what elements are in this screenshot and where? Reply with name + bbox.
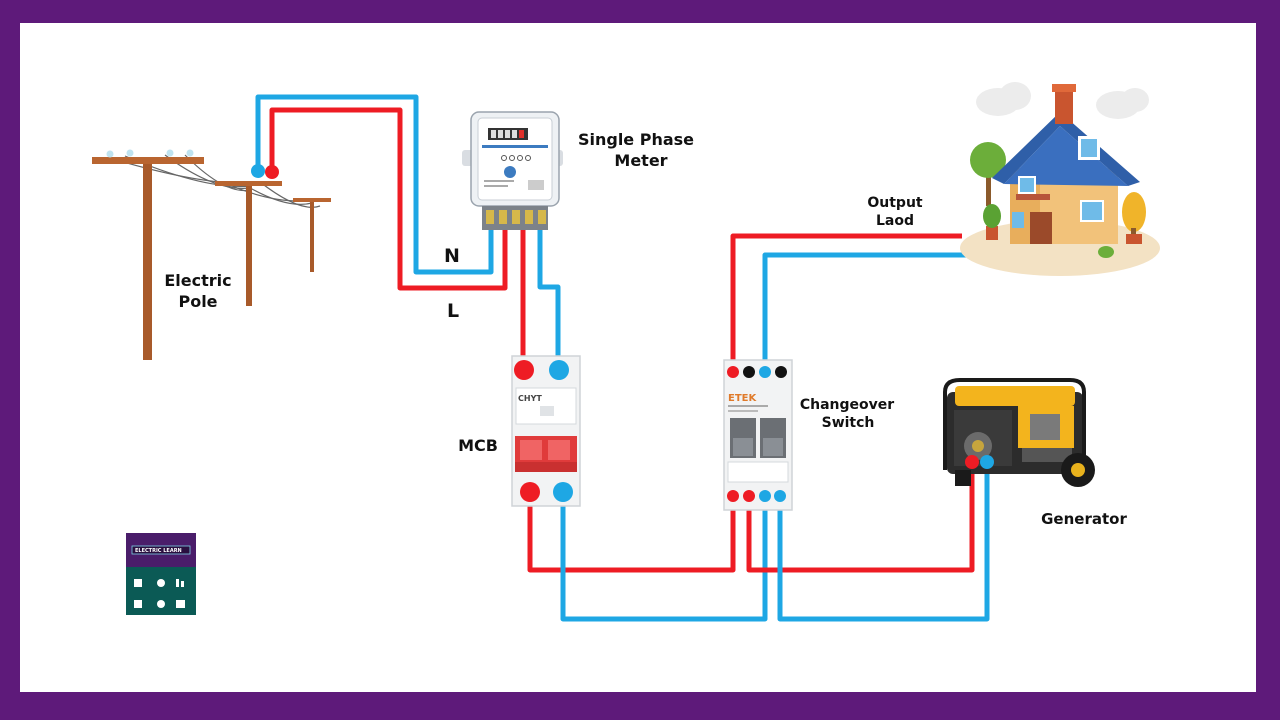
single-phase-meter-icon — [462, 111, 563, 230]
logo-title-text: ELECTRIC LEARN — [135, 548, 182, 554]
generator-label: Generator — [1041, 510, 1127, 528]
wire-neutral-generator-switch — [777, 462, 990, 622]
mcb-input-live-terminal — [514, 360, 534, 380]
generator-live-terminal — [965, 455, 979, 469]
switch-top-black-terminal-2 — [775, 366, 787, 378]
electric-pole-icon — [92, 149, 331, 360]
wire-live-pole-meter — [269, 107, 508, 291]
pole-neutral-terminal — [251, 164, 265, 178]
mcb-output-neutral-terminal — [553, 482, 573, 502]
mcb-output-live-terminal — [520, 482, 540, 502]
wire-live-mcb-switch — [527, 492, 736, 573]
changeover-switch-icon: ETEK — [723, 359, 793, 511]
switch-top-black-terminal-1 — [743, 366, 755, 378]
mcb-input-neutral-terminal — [549, 360, 569, 380]
live-label: L — [447, 300, 459, 322]
meter-label-line2: Meter — [614, 151, 667, 170]
wire-neutral-output-load — [762, 252, 968, 372]
changeover-label-line2: Switch — [822, 415, 875, 431]
switch-top-neutral-terminal — [759, 366, 771, 378]
electric-pole-label-line2: Pole — [178, 292, 217, 311]
switch-brand-text: ETEK — [728, 393, 757, 404]
switch-bottom-neutral-terminal-1 — [759, 490, 771, 502]
wire-neutral-mcb-switch — [560, 492, 768, 622]
switch-top-live-terminal — [727, 366, 739, 378]
switch-bottom-live-terminal-2 — [743, 490, 755, 502]
changeover-label-line1: Changeover — [800, 397, 894, 413]
generator-neutral-terminal — [980, 455, 994, 469]
mcb-label: MCB — [458, 436, 498, 455]
wire-neutral-meter-mcb — [537, 225, 561, 370]
wire-live-output-load — [730, 233, 962, 372]
wire-live-generator-switch — [746, 462, 975, 573]
wire-neutral-pole-meter — [255, 94, 494, 275]
pole-live-terminal — [265, 165, 279, 179]
neutral-label: N — [444, 245, 460, 267]
mcb-icon: CHYT — [511, 355, 581, 507]
house-icon — [960, 82, 1160, 276]
generator-icon — [943, 378, 1095, 487]
meter-label-line1: Single Phase — [578, 130, 694, 149]
electric-pole-label-line1: Electric — [164, 271, 231, 290]
switch-bottom-neutral-terminal-2 — [774, 490, 786, 502]
electric-learn-logo: ELECTRIC LEARN — [126, 533, 196, 615]
switch-bottom-live-terminal-1 — [727, 490, 739, 502]
output-load-label-line2: Laod — [876, 213, 914, 229]
mcb-brand-text: CHYT — [518, 394, 542, 403]
output-load-label-line1: Output — [867, 195, 923, 211]
